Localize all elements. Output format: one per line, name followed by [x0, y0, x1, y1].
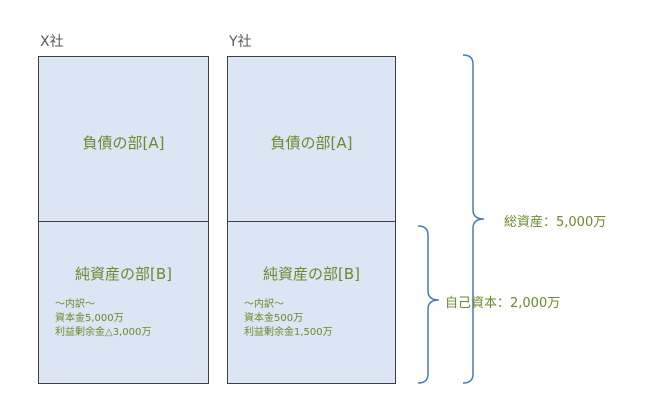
y-breakdown-retained-earnings: 利益剰余金1,500万	[244, 327, 333, 338]
company-y-label: Y社	[229, 34, 252, 50]
equity-bracket	[417, 225, 440, 384]
company-x-label: X社	[40, 34, 64, 50]
x-liabilities-box: 負債の部[A]	[38, 56, 209, 222]
x-equity-label: 純資産の部[B]	[75, 265, 172, 283]
equity-capital-label: 自己資本：2,000万	[445, 296, 561, 311]
x-liabilities-label: 負債の部[A]	[82, 134, 165, 152]
y-equity-label: 純資産の部[B]	[263, 265, 360, 283]
y-breakdown-capital: 資本金500万	[244, 313, 304, 324]
x-equity-box: 純資産の部[B] ～内訳～ 資本金5,000万 利益剰余金△3,000万	[38, 221, 209, 384]
y-liabilities-box: 負債の部[A]	[227, 56, 396, 222]
x-breakdown-capital: 資本金5,000万	[55, 313, 124, 324]
x-breakdown-title: ～内訳～	[55, 299, 95, 310]
x-breakdown-retained-earnings: 利益剰余金△3,000万	[55, 327, 152, 338]
y-liabilities-label: 負債の部[A]	[270, 134, 353, 152]
y-breakdown: ～内訳～ 資本金500万 利益剰余金1,500万	[244, 298, 333, 340]
y-breakdown-title: ～内訳～	[244, 299, 284, 310]
total-assets-label: 総資産：5,000万	[504, 215, 607, 230]
y-equity-box: 純資産の部[B] ～内訳～ 資本金500万 利益剰余金1,500万	[227, 221, 396, 384]
total-assets-bracket	[462, 54, 485, 384]
x-breakdown: ～内訳～ 資本金5,000万 利益剰余金△3,000万	[55, 298, 151, 340]
